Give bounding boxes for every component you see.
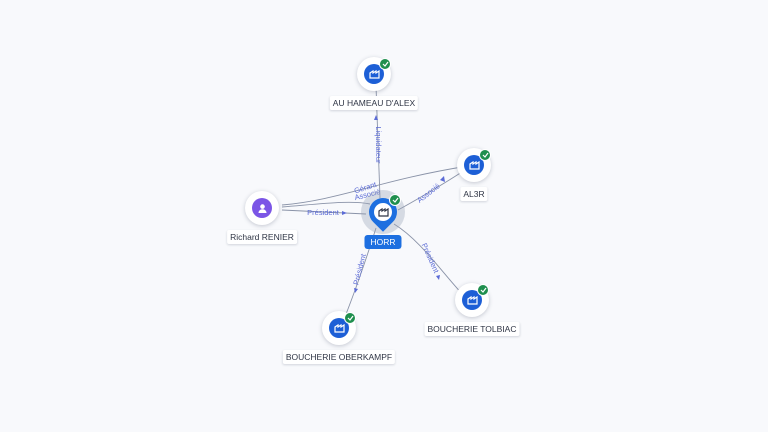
node-label: AL3R [460,187,488,201]
person-icon [252,198,272,218]
company-icon [464,155,484,175]
edge-president-richard[interactable] [281,209,367,215]
edge-label-liquidateur: Liquidateur [374,126,383,164]
verified-check-icon [477,284,489,296]
verified-check-icon [344,312,356,324]
edge-arrow [342,211,347,215]
edge-president-tolbiac[interactable] [393,223,465,297]
node-label-center: HORR [364,235,402,249]
node-boucherie-tolbiac[interactable]: BOUCHERIE TOLBIAC [424,283,520,336]
edge-associe-horr[interactable] [281,201,371,208]
verified-check-icon [389,194,401,206]
edge-arrow [354,288,358,293]
edge-gerant[interactable] [281,165,469,206]
node-label: AU HAMEAU D'ALEX [329,96,419,110]
node-richard-renier[interactable]: Richard RENIER [227,191,297,244]
verified-check-icon [479,149,491,161]
company-icon [462,290,482,310]
company-icon [374,203,392,221]
node-label: Richard RENIER [227,230,297,244]
node-au-hameau-d-alex[interactable]: AU HAMEAU D'ALEX [329,57,419,110]
node-boucherie-oberkampf[interactable]: BOUCHERIE OBERKAMPF [282,311,396,364]
edge-label-president-oberkampf: Président [351,252,368,286]
node-horr-center[interactable]: HORR [361,190,405,249]
edge-label-president-tolbiac: Président [420,242,441,275]
edge-label-associe-al3r: Associé [415,181,441,204]
company-icon [329,318,349,338]
node-al3r[interactable]: AL3R [457,148,491,201]
verified-check-icon [379,58,391,70]
edge-label-president-richard: Président [307,208,340,217]
company-icon [364,64,384,84]
edge-arrow [436,275,440,280]
node-label: BOUCHERIE TOLBIAC [424,322,520,336]
node-label: BOUCHERIE OBERKAMPF [282,350,396,364]
edge-arrow [374,115,378,120]
edge-arrow [440,176,445,182]
